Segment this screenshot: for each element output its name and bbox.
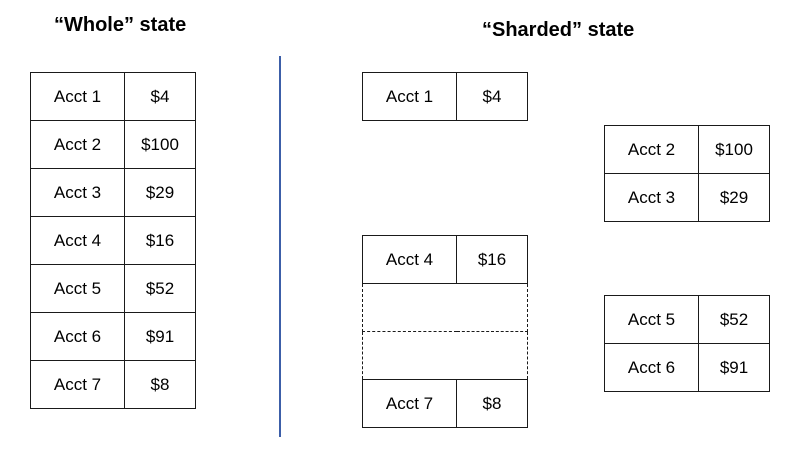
account-cell: Acct 2	[604, 125, 699, 174]
balance-cell: $100	[124, 120, 196, 169]
balance-cell: $4	[124, 72, 196, 121]
account-cell: Acct 6	[30, 312, 125, 361]
balance-cell: $8	[124, 360, 196, 409]
empty-dashed-row	[362, 331, 528, 380]
table-row: Acct 5 $52	[30, 264, 196, 313]
vertical-divider	[279, 56, 281, 437]
shard-table-4: Acct 5 $52 Acct 6 $91	[604, 295, 770, 392]
account-cell: Acct 4	[362, 235, 457, 284]
account-cell: Acct 3	[604, 173, 699, 222]
account-cell: Acct 4	[30, 216, 125, 265]
balance-cell: $52	[698, 295, 770, 344]
table-row: Acct 1 $4	[362, 72, 528, 121]
balance-cell: $8	[456, 379, 528, 428]
balance-cell: $29	[698, 173, 770, 222]
account-cell: Acct 1	[30, 72, 125, 121]
table-row: Acct 7 $8	[362, 379, 528, 428]
table-row: Acct 4 $16	[30, 216, 196, 265]
account-cell: Acct 3	[30, 168, 125, 217]
table-row: Acct 3 $29	[604, 173, 770, 222]
account-cell: Acct 7	[30, 360, 125, 409]
balance-cell: $29	[124, 168, 196, 217]
account-cell: Acct 2	[30, 120, 125, 169]
table-row: Acct 2 $100	[30, 120, 196, 169]
table-row: Acct 7 $8	[30, 360, 196, 409]
whole-state-title: “Whole” state	[54, 14, 187, 36]
table-row: Acct 4 $16	[362, 235, 528, 284]
table-row: Acct 3 $29	[30, 168, 196, 217]
balance-cell: $16	[124, 216, 196, 265]
shard-table-1: Acct 1 $4	[362, 72, 528, 121]
balance-cell: $91	[698, 343, 770, 392]
placeholder-cell	[362, 283, 528, 332]
balance-cell: $4	[456, 72, 528, 121]
table-row: Acct 6 $91	[604, 343, 770, 392]
table-row: Acct 2 $100	[604, 125, 770, 174]
account-cell: Acct 6	[604, 343, 699, 392]
sharded-state-title: “Sharded” state	[482, 19, 635, 41]
whole-state-table: Acct 1 $4 Acct 2 $100 Acct 3 $29 Acct 4 …	[30, 72, 196, 409]
account-cell: Acct 7	[362, 379, 457, 428]
shard-table-3: Acct 4 $16 Acct 7 $8	[362, 235, 528, 428]
balance-cell: $100	[698, 125, 770, 174]
table-row: Acct 5 $52	[604, 295, 770, 344]
account-cell: Acct 1	[362, 72, 457, 121]
empty-dashed-row	[362, 283, 528, 332]
shard-table-2: Acct 2 $100 Acct 3 $29	[604, 125, 770, 222]
table-row: Acct 1 $4	[30, 72, 196, 121]
balance-cell: $52	[124, 264, 196, 313]
balance-cell: $91	[124, 312, 196, 361]
table-row: Acct 6 $91	[30, 312, 196, 361]
account-cell: Acct 5	[604, 295, 699, 344]
placeholder-cell	[362, 331, 528, 380]
balance-cell: $16	[456, 235, 528, 284]
account-cell: Acct 5	[30, 264, 125, 313]
